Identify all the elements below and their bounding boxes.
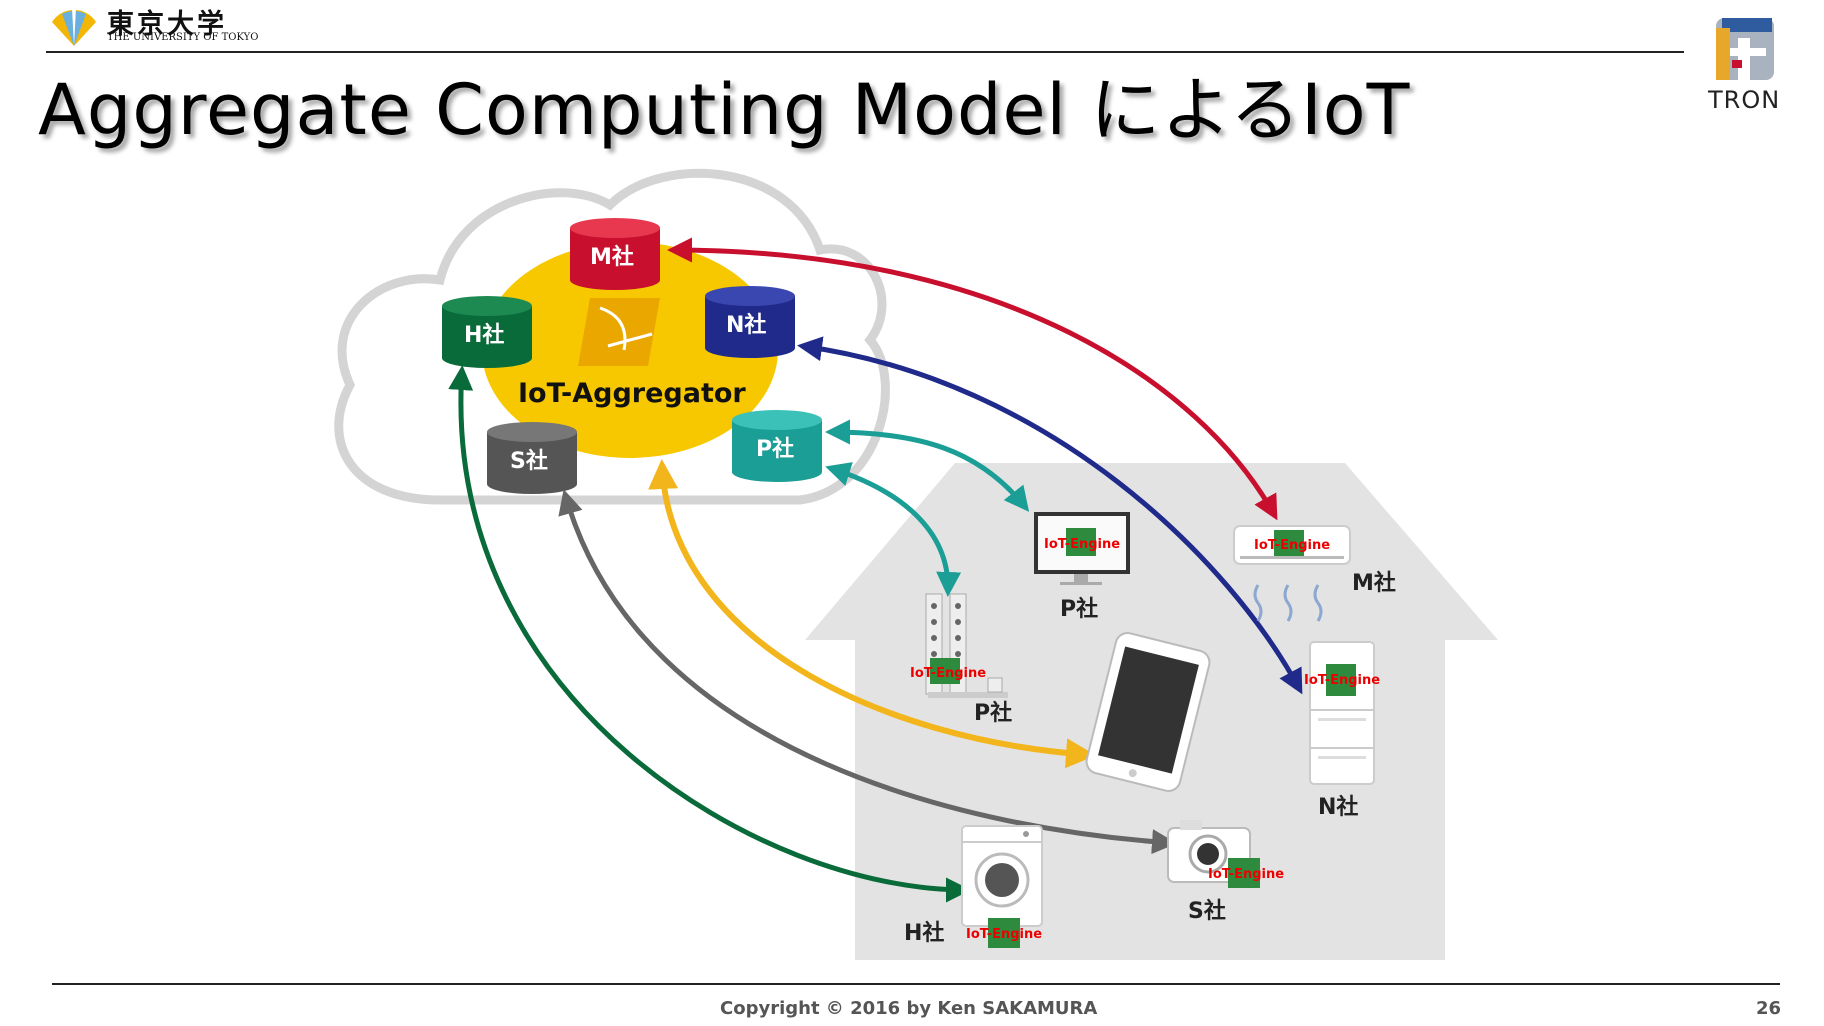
device-aircon-label: M社 xyxy=(1352,570,1396,596)
aggregator-logo-icon xyxy=(578,298,660,366)
device-tablet xyxy=(1085,632,1211,792)
tron-label: TRON xyxy=(1708,86,1781,114)
device-washer-label: H社 xyxy=(904,920,944,946)
header-rule xyxy=(46,51,1684,53)
engine-label-camera: IoT-Engine xyxy=(1208,867,1284,882)
engine-label-tv: IoT-Engine xyxy=(1044,537,1120,552)
iot-engine-chip-icon xyxy=(1274,530,1304,556)
cloud-db-n: N社 xyxy=(705,286,795,358)
university-name: 東京大学 xyxy=(107,9,227,40)
cloud-db-m: M社 xyxy=(570,218,660,290)
iot-engine-chip-icon xyxy=(930,658,960,684)
university-name-en: THE UNIVERSITY OF TOKYO xyxy=(107,32,259,43)
device-speaker: IoT-Engine xyxy=(910,593,1008,698)
cloud-db-p: P社 xyxy=(732,410,822,482)
iot-engine-chip-icon xyxy=(1066,528,1096,556)
cloud-db-n-label: N社 xyxy=(726,312,766,338)
cloud-db-h-label: H社 xyxy=(464,322,504,348)
cloud-db-s: S社 xyxy=(487,422,577,494)
engine-label-fridge: IoT-Engine xyxy=(1304,673,1380,688)
iot-engine-chip-icon xyxy=(988,918,1020,948)
copyright: Copyright © 2016 by Ken SAKAMURA xyxy=(720,998,1098,1019)
cloud-db-p-label: P社 xyxy=(756,436,794,462)
device-fridge-label: N社 xyxy=(1318,794,1358,820)
cloud-db-s-label: S社 xyxy=(510,448,548,474)
cloud-db-m-label: M社 xyxy=(590,244,634,270)
device-camera: IoT-Engine xyxy=(1167,820,1284,888)
arrow-p-tv xyxy=(825,419,1030,512)
engine-label-speaker: IoT-Engine xyxy=(910,666,986,681)
arrow-aggregator xyxy=(648,459,1096,769)
device-camera-label: S社 xyxy=(1188,898,1226,924)
device-tv: IoT-Engine xyxy=(1034,512,1130,585)
device-washer: IoT-Engine xyxy=(961,825,1043,948)
iot-engine-chip-icon xyxy=(1228,858,1260,888)
device-tv-label: P社 xyxy=(1060,596,1098,622)
engine-label-aircon: IoT-Engine xyxy=(1254,538,1330,553)
arrow-p-speaker xyxy=(825,462,962,597)
engine-label-washer: IoT-Engine xyxy=(966,927,1042,942)
cloud-db-h: H社 xyxy=(442,296,532,368)
iot-engine-chip-icon xyxy=(1326,664,1356,696)
device-aircon: IoT-Engine xyxy=(1233,525,1351,622)
slide-title: Aggregate Computing Model によるIoT xyxy=(38,69,1411,151)
aggregator-label: IoT-Aggregator xyxy=(518,378,746,409)
tron-logo xyxy=(1716,18,1774,80)
device-speaker-label: P社 xyxy=(974,700,1012,726)
device-fridge: IoT-Engine xyxy=(1304,641,1380,785)
page-number: 26 xyxy=(1756,998,1782,1019)
footer-rule xyxy=(52,983,1780,985)
utokyo-ginkgo-logo xyxy=(52,7,96,47)
